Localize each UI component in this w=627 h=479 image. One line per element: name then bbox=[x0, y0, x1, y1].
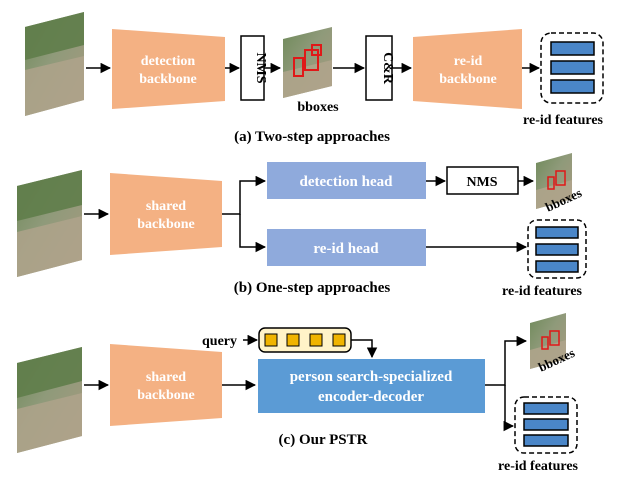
arrow bbox=[222, 175, 267, 215]
query-token bbox=[286, 333, 300, 347]
feature-vector bbox=[535, 226, 579, 239]
bbox-rect bbox=[293, 57, 304, 77]
arrow bbox=[485, 335, 528, 386]
feature-vector bbox=[523, 402, 569, 415]
feature-vector bbox=[550, 79, 595, 94]
bbox-rect bbox=[555, 170, 566, 186]
nms-box-b bbox=[446, 166, 519, 195]
shared-backbone-b bbox=[110, 173, 222, 255]
caption-a: (a) Two-step approaches bbox=[234, 129, 390, 145]
shared-backbone-c bbox=[110, 344, 222, 426]
bbox-rect bbox=[541, 336, 549, 350]
feature-vector bbox=[535, 243, 579, 256]
feature-vector bbox=[550, 60, 595, 75]
reid-backbone-label-1: re-id bbox=[454, 54, 483, 69]
reid-backbone-label-2: backbone bbox=[439, 72, 497, 87]
encoder-decoder-label-1: person search-specialized bbox=[290, 369, 453, 385]
arrow bbox=[239, 214, 267, 253]
reid-head-label: re-id head bbox=[313, 241, 379, 257]
detection-head bbox=[267, 162, 426, 199]
caption-b: (b) One-step approaches bbox=[234, 280, 391, 296]
detection-backbone-label-2: backbone bbox=[139, 72, 197, 87]
feature-vector bbox=[523, 418, 569, 431]
query-token bbox=[332, 333, 346, 347]
pstr-section: shared backbone query person search-spec… bbox=[17, 313, 579, 474]
bboxes-label-a: bboxes bbox=[297, 100, 339, 115]
shared-backbone-label-1-c: shared bbox=[146, 370, 186, 385]
reid-features-label-c: re-id features bbox=[498, 459, 579, 474]
reid-features-label-b: re-id features bbox=[502, 284, 583, 299]
reid-features-label-a: re-id features bbox=[523, 113, 604, 128]
encoder-decoder bbox=[258, 359, 485, 413]
query-token bbox=[264, 333, 278, 347]
reid-head bbox=[267, 229, 426, 266]
shared-backbone-label-1-b: shared bbox=[146, 199, 186, 214]
feature-vector bbox=[535, 260, 579, 273]
arrow bbox=[503, 385, 515, 432]
query-label: query bbox=[202, 334, 237, 349]
caption-c: (c) Our PSTR bbox=[279, 432, 368, 448]
query-token bbox=[309, 333, 323, 347]
encoder-decoder-label-2: encoder-decoder bbox=[318, 389, 424, 405]
one-step-section: shared backbone detection head NMS bboxe… bbox=[17, 153, 587, 299]
detection-backbone bbox=[112, 29, 225, 109]
shared-backbone-label-2-b: backbone bbox=[137, 217, 195, 232]
bbox-rect bbox=[547, 176, 555, 190]
bbox-rect bbox=[549, 330, 560, 346]
feature-vector bbox=[523, 434, 569, 447]
two-step-section: detection backbone NMS bboxes C&R re-id … bbox=[25, 12, 604, 145]
detection-head-label: detection head bbox=[300, 174, 394, 190]
detection-backbone-label-1: detection bbox=[141, 54, 196, 69]
shared-backbone-label-2-c: backbone bbox=[137, 388, 195, 403]
cr-label: C&R bbox=[380, 52, 395, 85]
reid-backbone bbox=[413, 29, 522, 109]
arrow bbox=[351, 339, 378, 359]
bbox-rect bbox=[311, 44, 322, 56]
nms-label-b: NMS bbox=[466, 175, 497, 190]
nms-label-a: NMS bbox=[253, 52, 268, 83]
feature-vector bbox=[550, 41, 595, 56]
